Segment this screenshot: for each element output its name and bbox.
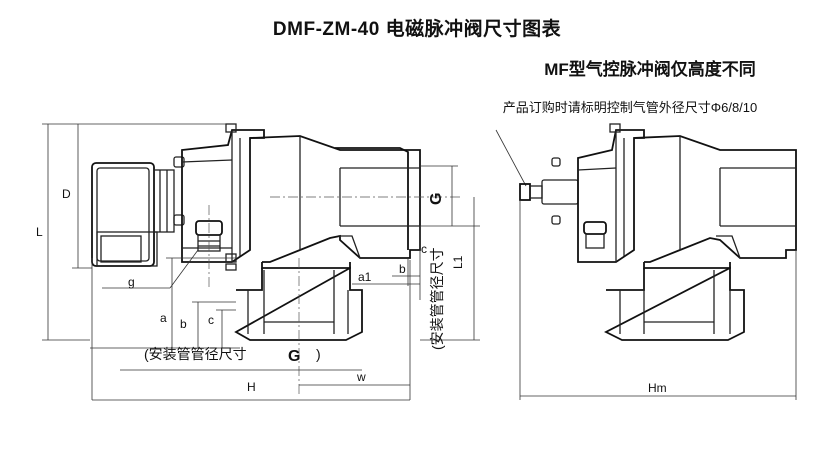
valve-body — [249, 135, 460, 263]
order-note: 产品订购时请标明控制气管外径尺寸Φ6/8/10 — [502, 100, 758, 115]
dim-label-L1: L1 — [451, 255, 465, 269]
dim-label-w: w — [356, 370, 366, 384]
dim-label-Hm: Hm — [648, 381, 667, 395]
dim-label-b: b — [180, 317, 187, 331]
dim-label-G-inlet: G — [428, 193, 445, 205]
dim-label-a1: a1 — [358, 270, 372, 284]
left-dimension-labels: L D g a b c (安装管管径尺寸 G ) H w a1 b c L1 G… — [36, 187, 465, 394]
outlet-spigot — [234, 258, 363, 395]
left-dimension-lines — [42, 123, 480, 401]
pilot-air-fitting — [519, 179, 579, 205]
right-dimension-lines — [519, 200, 797, 400]
right-control-fitting — [583, 221, 607, 249]
dim-label-b-right: b — [399, 262, 406, 276]
variant-subtitle: MF型气控脉冲阀仅高度不同 — [544, 60, 756, 79]
dim-label-c-right: c — [421, 242, 427, 256]
dim-label-g: g — [128, 275, 135, 289]
left-valve-view: L D g a b c (安装管管径尺寸 G ) H w a1 b c L1 G… — [36, 123, 480, 401]
dim-label-a: a — [160, 311, 167, 325]
pipe-size-label-horizontal: (安装管管径尺寸 — [144, 346, 247, 362]
control-air-fitting — [195, 205, 223, 290]
right-outlet-spigot — [604, 262, 745, 341]
pipe-size-close-horizontal: ) — [316, 346, 321, 362]
dim-label-L: L — [36, 225, 43, 239]
right-valve-view: Hm — [495, 123, 797, 400]
pipe-size-label-vertical: (安装管管径尺寸 — [429, 247, 445, 350]
dim-label-G-outlet: G — [288, 348, 300, 365]
dim-label-H: H — [247, 380, 256, 394]
dim-label-D: D — [62, 187, 71, 201]
page-title: DMF-ZM-40 电磁脉冲阀尺寸图表 — [272, 19, 562, 40]
note-leader — [495, 129, 527, 187]
dim-label-c: c — [208, 313, 214, 327]
solenoid-coil — [91, 156, 185, 267]
pilot-head — [551, 123, 645, 263]
valve-head — [181, 123, 265, 271]
right-valve-body — [633, 135, 797, 263]
